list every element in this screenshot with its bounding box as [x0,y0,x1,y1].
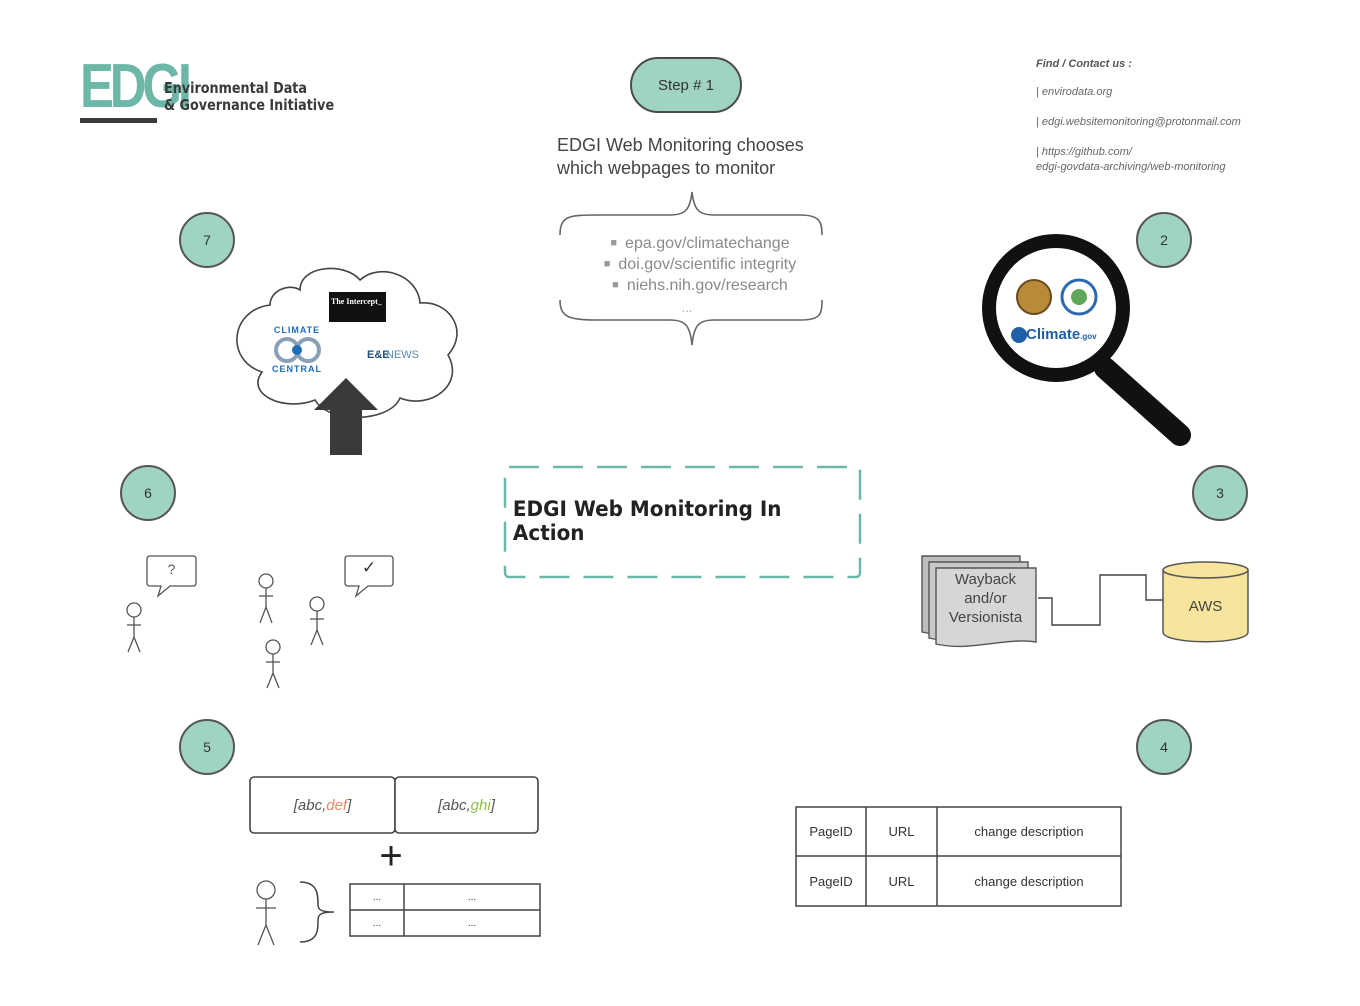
intercept-logo [329,292,386,322]
climate-gov-logo: Climate.gov [1026,326,1097,343]
change-table [795,806,1122,907]
diff-old-text: [abc, def] [250,777,395,833]
aws-label: AWS [1188,598,1223,615]
bottom-brace [559,299,823,346]
annotation-cell: ... [467,917,477,929]
contact-github-line2: edgi-govdata-archiving/web-monitoring [1036,161,1226,173]
step-4-badge: 4 [1136,719,1192,775]
person-figure-1 [126,602,142,653]
archive-to-aws-connector [1038,574,1163,626]
analyst-brace [299,881,335,943]
climate-central-label-top: CLIMATE [273,325,321,335]
step-2-badge: 2 [1136,212,1192,268]
upload-arrow-icon [314,378,378,455]
news-cloud [236,267,458,419]
archive-label-line3: Versionista [948,609,1023,626]
check-mark-icon: ✓ [361,558,377,577]
aws-storage-cylinder [1162,561,1249,643]
table-cell-pageid: PageID [809,873,853,889]
monitored-url-list: ■epa.gov/climatechange ■doi.gov/scientif… [603,235,797,294]
diff-new-common: [abc, [438,796,471,814]
stick-figures [126,573,325,946]
url-item: doi.gov/scientific integrity [618,256,797,273]
person-figure-3 [309,596,325,646]
archive-document-stack [921,555,1037,648]
logo-name-line2: & Governance Initiative [164,96,335,114]
url-item: niehs.nih.gov/research [626,277,788,294]
logo-mark: EDGI [80,52,192,121]
table-cell-description: change description [974,824,1084,839]
diff-new-text: [abc, ghi] [395,777,538,833]
step1-description: EDGI Web Monitoring chooses which webpag… [557,135,804,178]
annotation-table [349,883,541,937]
step1-badge: Step # 1 [630,57,742,113]
contact-heading: Find / Contact us : [1036,58,1132,70]
step-7-badge: 7 [179,212,235,268]
intercept-label: The Intercept_ [331,297,382,306]
contact-block: Find / Contact us : | envirodata.org | e… [1036,58,1336,175]
table-cell-url: URL [888,873,915,889]
contact-site: | envirodata.org [1036,86,1113,98]
ee-news-label: NEWS [386,349,419,361]
logo-name: Environmental Data & Governance Initiati… [164,80,334,114]
step-6-badge: 6 [120,465,176,521]
contact-github-line1: | https://github.com/ [1036,146,1132,158]
url-item: epa.gov/climatechange [625,235,790,252]
table-cell-pageid: PageID [809,824,853,839]
logo-name-line1: Environmental Data [164,79,307,97]
logo-underline [80,118,157,123]
person-figure-2 [258,573,274,624]
climate-gov-name: Climate [1026,326,1081,343]
contact-email: | edgi.websitemonitoring@protonmail.com [1036,116,1241,128]
climate-central-logo [274,337,321,363]
person-figure-4 [265,639,281,689]
table-cell-url: URL [888,824,915,839]
diagram-title: EDGI Web Monitoring In Action [512,497,782,545]
diff-new-close: ] [490,796,495,814]
ee-news-label-bold: E&E [367,349,390,361]
diff-old-close: ] [347,796,352,814]
check-bubble [344,555,394,598]
plus-icon: + [379,834,403,878]
title-frame [503,465,862,579]
diff-removed: def [326,796,348,814]
step-3-badge: 3 [1192,465,1248,521]
archive-label-line1: Wayback [954,571,1017,588]
doi-seal [1016,279,1052,315]
archive-label: Wayback and/or Versionista [938,570,1033,627]
climate-central-label-bottom: CENTRAL [272,364,322,374]
analyst-figure [256,880,276,946]
diff-box-new [394,776,539,834]
annotation-cell: ... [372,891,382,903]
annotation-cell: ... [467,891,477,903]
climate-gov-suffix: .gov [1080,332,1097,341]
noaa-seal [1011,327,1027,343]
top-brace [559,191,823,236]
table-cell-description: change description [974,873,1084,889]
contact-github: | https://github.com/ edgi-govdata-archi… [1036,145,1336,175]
question-mark: ? [167,561,176,577]
magnifier-icon [982,234,1191,446]
diff-old-common: [abc, [293,796,327,814]
archive-label-line2: and/or [964,590,1007,607]
diff-added: ghi [470,796,491,814]
url-list-more: ... [681,300,693,315]
question-bubble [146,555,197,598]
annotation-cell: ... [372,917,382,929]
step-5-badge: 5 [179,719,235,775]
